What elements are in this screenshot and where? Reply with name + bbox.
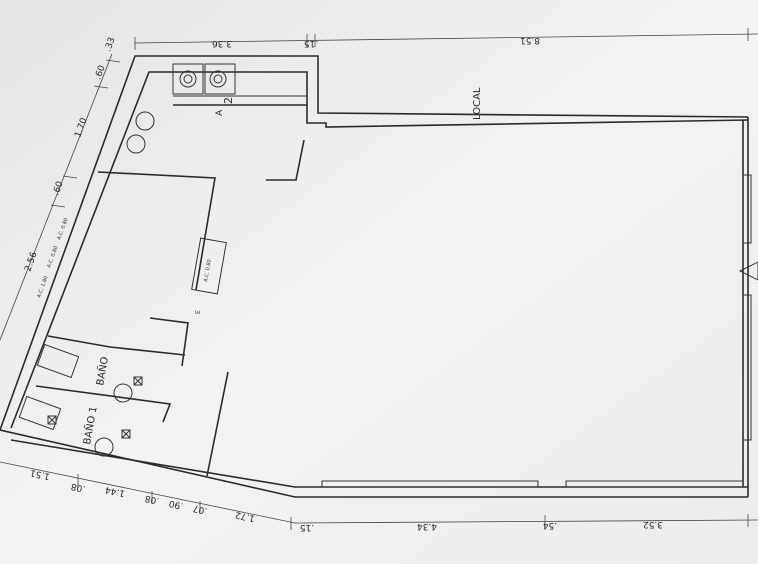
dim-left-2: .60: [93, 64, 107, 81]
dim-bottom-6: .07: [192, 503, 208, 516]
left-dimension-line: [0, 53, 121, 341]
bathrooms: [18, 343, 143, 457]
dim-top-3: 8.51: [520, 35, 540, 45]
top-dimension-line: [134, 28, 758, 50]
main-space-label: LOCAL: [472, 87, 483, 120]
kitchen-tag: 2: [222, 97, 235, 104]
counter-label: A.C. 0.80: [203, 259, 213, 282]
dim-bottom-5: .90: [168, 498, 184, 511]
interior-partitions: [35, 171, 229, 477]
kitchen-letter: A: [215, 109, 225, 116]
dim-bottom-9: 4.34: [417, 521, 437, 531]
dim-bottom-8: .15: [300, 522, 314, 532]
dim-top-2: .15: [304, 38, 318, 48]
dim-left-4: .60: [51, 180, 65, 197]
dim-top-1: 3.36: [212, 38, 232, 48]
dim-bottom-3: 1.44: [104, 484, 126, 498]
box-label: E: [195, 310, 202, 314]
dim-bottom-7: 1.72: [234, 509, 256, 523]
dim-bottom-4: .08: [144, 493, 160, 506]
storefront: [321, 480, 744, 488]
bottom-dimension-line: [0, 461, 758, 530]
dim-bottom-2: .08: [70, 481, 86, 494]
kitchen-area: [126, 63, 307, 181]
dim-left-1: .33: [103, 36, 117, 53]
dim-bottom-10: .54: [543, 520, 558, 530]
dim-bottom-1: 1.51: [29, 467, 51, 481]
dim-bottom-11: 3.52: [643, 519, 663, 529]
